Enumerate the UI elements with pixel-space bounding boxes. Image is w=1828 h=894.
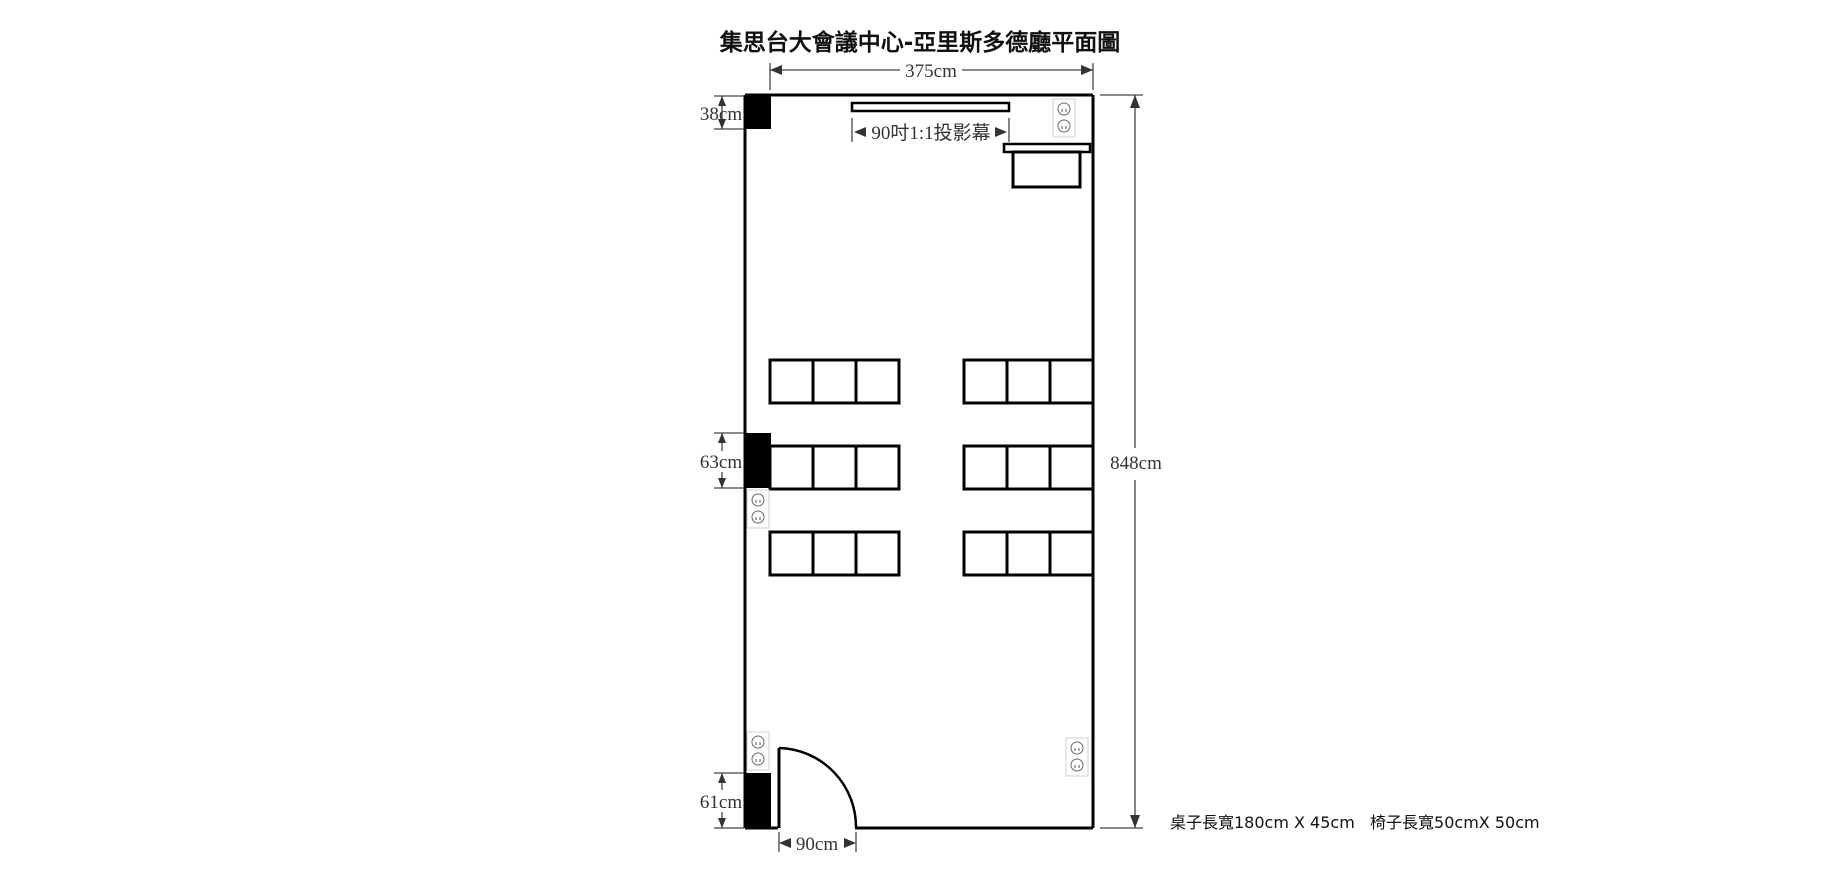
desk-group-right-row2 [962,444,1095,491]
desk-group-left-row2 [768,444,901,491]
power-outlet-icon [1052,98,1076,138]
pillar-mid-dimension [714,432,744,489]
desk-group-left-row3 [768,530,901,577]
power-outlet-icon [1065,737,1089,777]
pillar-bottom-icon [744,773,771,828]
pillar-bottom-label: 61cm [700,792,742,813]
pillar-top-dimension [714,95,744,130]
projection-screen-icon [850,101,1011,113]
room-width-dimension [769,63,1094,90]
door-swing-icon [777,746,858,829]
room-length-label: 848cm [1110,453,1162,474]
screen-label: 90吋1:1投影幕 [871,122,990,144]
furniture-size-note: 桌子長寬180cm X 45cm 椅子長寬50cmX 50cm [1170,813,1540,832]
pillar-top-label: 38cm [700,104,742,125]
power-outlet-icon [746,489,770,529]
screen-width-dimension [851,118,1010,142]
desk-group-right-row1 [962,358,1095,405]
floor-plan-title: 集思台大會議中心-亞里斯多德廳平面圖 [719,29,1121,56]
power-outlet-icon [746,731,770,771]
door-width-label: 90cm [796,834,838,855]
pillar-top-icon [744,96,771,129]
room-length-dimension [1100,94,1143,829]
pillar-bottom-dimension [714,772,744,829]
room-width-label: 375cm [905,61,957,82]
pillar-mid-label: 63cm [700,452,742,473]
podium-icon [1002,142,1092,189]
desk-group-left-row1 [768,358,901,405]
pillar-mid-icon [744,433,771,488]
door-width-dimension [778,832,857,852]
desk-group-right-row3 [962,530,1095,577]
